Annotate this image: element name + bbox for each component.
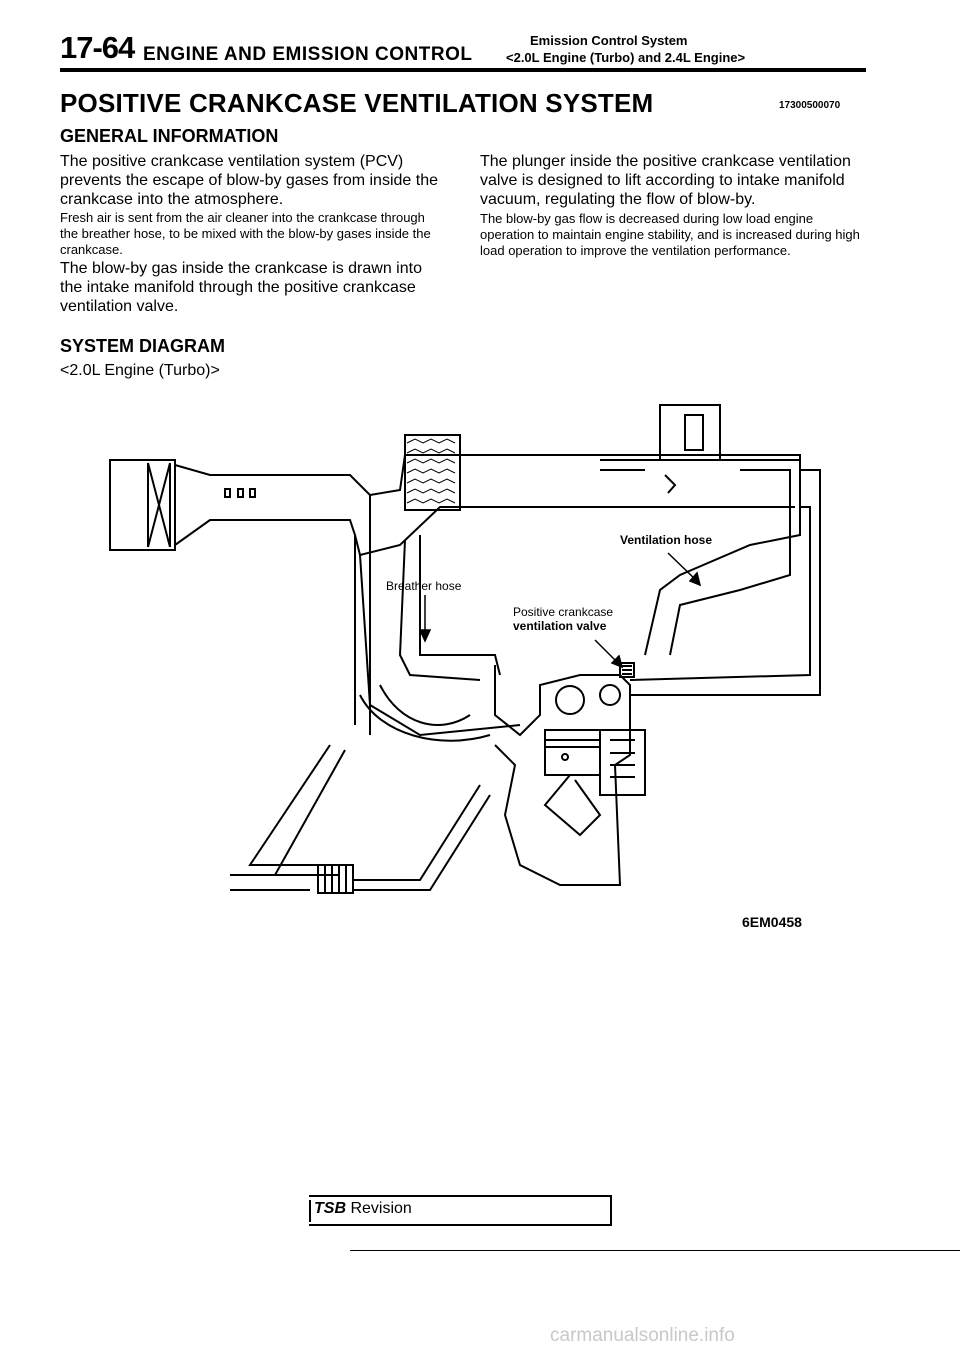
pcv-system-diagram [109, 404, 821, 894]
diagram-engine-label: <2.0L Engine (Turbo)> [60, 362, 220, 379]
tsb-label: TSB [314, 1200, 346, 1217]
general-info-right-column: The plunger inside the positive crankcas… [480, 152, 866, 259]
pcv-valve-label-line1: Positive crankcase [513, 605, 614, 619]
intercooler-core [406, 438, 456, 504]
ventilation-hose-leader [667, 552, 698, 582]
page-number: 17-64 [60, 30, 135, 65]
breather-hose-label: Breather hose [386, 579, 462, 593]
tsb-box-corner [309, 1200, 311, 1222]
watermark: carmanualsonline.info [550, 1325, 735, 1346]
figure-id: 6EM0458 [742, 914, 802, 930]
general-information-heading: GENERAL INFORMATION [60, 126, 279, 146]
pcv-valve-label-line2: ventilation valve [513, 619, 607, 633]
breather-hose [398, 535, 501, 681]
paragraph-fresh-air: Fresh air is sent from the air cleaner i… [60, 210, 431, 257]
throttle-body [600, 404, 721, 494]
page-title: POSITIVE CRANKCASE VENTILATION SYSTEM [60, 88, 654, 118]
system-diagram-heading: SYSTEM DIAGRAM [60, 336, 226, 356]
header-rule [60, 68, 866, 72]
engine-applicability: <2.0L Engine (Turbo) and 2.4L Engine> [506, 50, 746, 65]
pcv-valve [619, 662, 635, 678]
subsection-title: Emission Control System [530, 33, 688, 48]
tsb-revision-label: TSB Revision [314, 1200, 412, 1218]
document-code: 17300500070 [779, 100, 841, 111]
air-cleaner [109, 459, 300, 551]
footer-rule [350, 1250, 960, 1251]
pcv-valve-arrowhead [610, 654, 624, 669]
paragraph-plunger: The plunger inside the positive crankcas… [480, 153, 851, 208]
paragraph-blow-by-drawn: The blow-by gas inside the crankcase is … [60, 260, 422, 315]
revision-label: Revision [350, 1200, 412, 1217]
intake-pipe [300, 434, 801, 735]
paragraph-flow-regulation: The blow-by gas flow is decreased during… [480, 211, 860, 258]
ventilation-hose [644, 459, 801, 656]
general-info-left-column: The positive crankcase ventilation syste… [60, 152, 442, 316]
engine-block [494, 665, 646, 886]
turbo-intake-curve [248, 554, 521, 876]
ventilation-hose-label: Ventilation hose [620, 533, 713, 547]
breather-hose-arrowhead [418, 629, 432, 643]
tsb-revision-box [309, 1195, 612, 1226]
pcv-valve-leader [594, 639, 619, 664]
exhaust-pipe [230, 784, 491, 894]
chapter-title: ENGINE AND EMISSION CONTROL [143, 44, 473, 65]
paragraph-pcv-purpose: The positive crankcase ventilation syste… [60, 153, 438, 208]
right-return-hose [629, 469, 821, 696]
ventilation-hose-arrowhead [688, 571, 702, 587]
